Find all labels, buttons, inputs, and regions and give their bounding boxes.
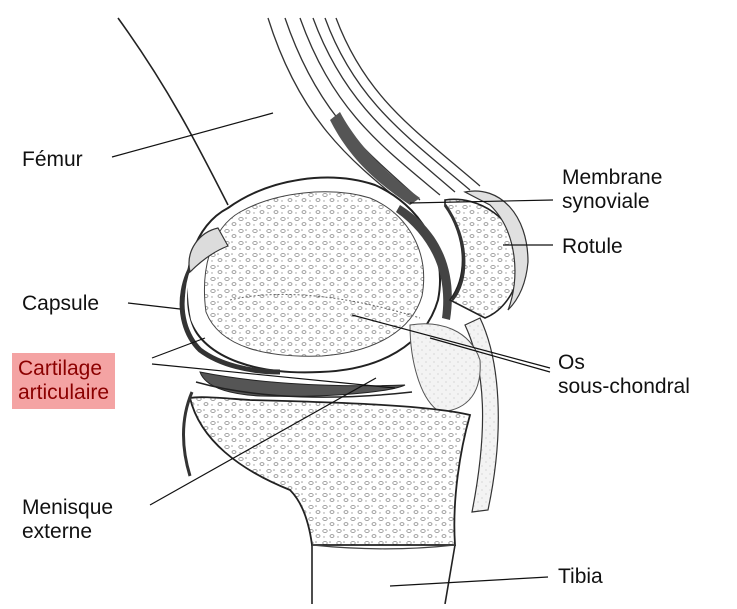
tibial-plateau — [190, 397, 470, 545]
label-rotule-text: Rotule — [562, 235, 623, 259]
femoral-condyle-bone — [204, 192, 423, 356]
tibia-shaft-right — [445, 545, 455, 604]
label-tibia-text: Tibia — [558, 565, 603, 589]
label-capsule: Capsule — [22, 292, 99, 316]
label-membrane-line2: synoviale — [562, 190, 662, 214]
label-os-line2: sous-chondral — [558, 375, 690, 399]
leader-femur — [112, 113, 273, 157]
label-tibia: Tibia — [558, 565, 603, 589]
label-menisque-line2: externe — [22, 520, 113, 544]
label-membrane-synoviale: Membrane synoviale — [562, 166, 662, 214]
label-menisque-line1: Menisque — [22, 496, 113, 520]
posterior-capsule-tibia — [184, 392, 193, 476]
leader-tibia — [390, 577, 548, 586]
leader-capsule — [128, 303, 180, 309]
label-cartilage-articulaire: Cartilage articulaire — [12, 353, 115, 409]
femur-shaft-outline — [118, 18, 228, 205]
label-membrane-line1: Membrane — [562, 166, 662, 190]
label-rotule: Rotule — [562, 235, 623, 259]
label-femur: Fémur — [22, 148, 83, 172]
label-capsule-text: Capsule — [22, 292, 99, 316]
meniscus — [200, 372, 405, 396]
label-os-sous-chondral: Os sous-chondral — [558, 351, 690, 399]
label-menisque-externe: Menisque externe — [22, 496, 113, 544]
label-femur-text: Fémur — [22, 148, 83, 172]
label-cartilage-line1: Cartilage — [18, 357, 109, 381]
label-cartilage-line2: articulaire — [18, 381, 109, 405]
label-os-line1: Os — [558, 351, 690, 375]
